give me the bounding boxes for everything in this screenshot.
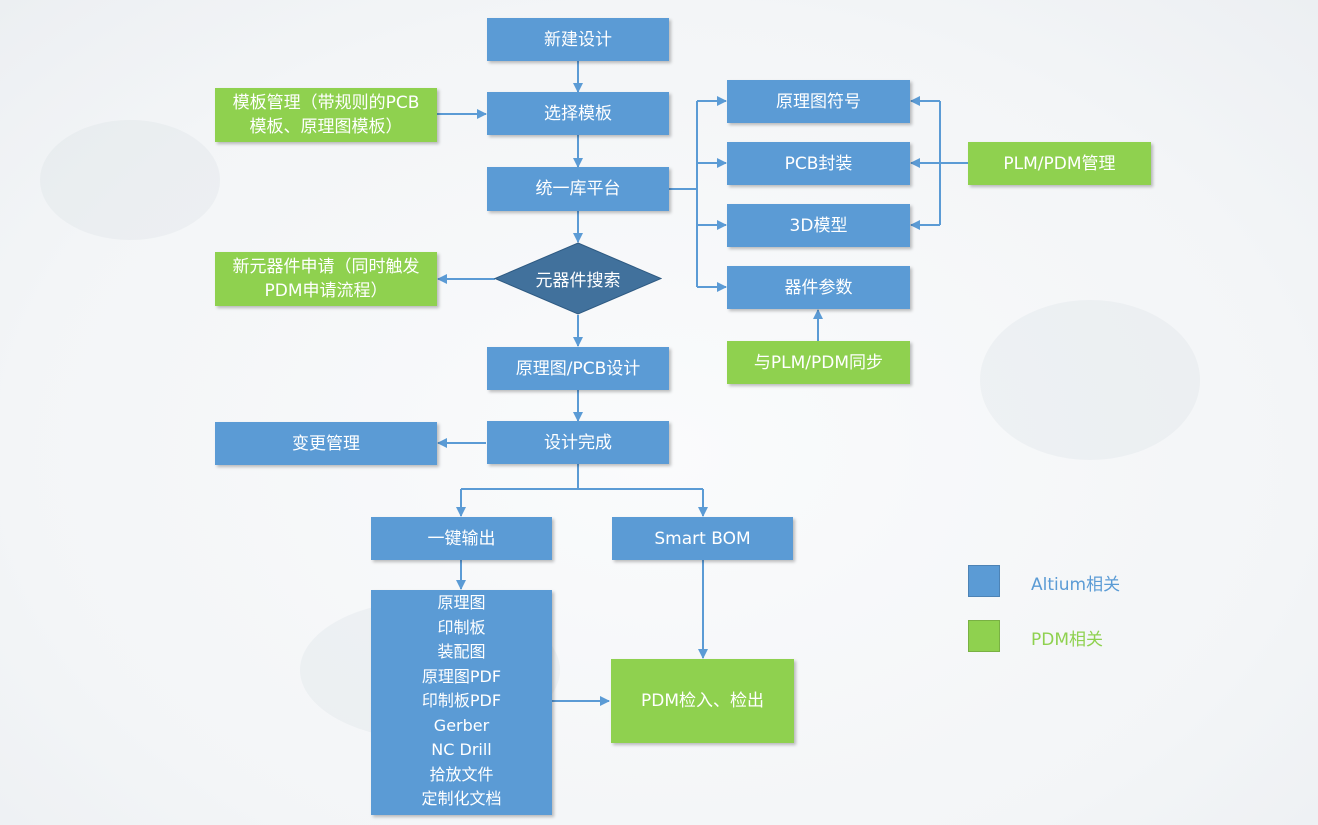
node-select-template: 选择模板 — [487, 92, 669, 135]
node-label: 统一库平台 — [535, 179, 621, 199]
node-label: 新建设计 — [544, 29, 612, 50]
output-item: 定制化文档 — [421, 789, 502, 808]
output-item: 印制板 — [437, 617, 486, 637]
node-label: 与PLM/PDM同步 — [753, 352, 884, 373]
legend-label-pdm: PDM相关 — [1031, 630, 1104, 650]
legend-label-altium: Altium相关 — [1031, 575, 1121, 595]
node-label: 变更管理 — [292, 433, 360, 454]
node-label: PCB封装 — [784, 153, 853, 174]
node-label: 选择模板 — [544, 103, 612, 124]
node-pcb-footprint: PCB封装 — [727, 142, 910, 185]
decision-component-search: 元器件搜索 — [493, 242, 663, 315]
node-label: Smart BOM — [654, 528, 751, 549]
decision-diamond-shape — [493, 242, 663, 315]
background-blob — [40, 120, 220, 240]
node-new-component-request: 新元器件申请（同时触发 PDM申请流程） — [215, 252, 437, 306]
node-component-parameters: 器件参数 — [727, 266, 910, 309]
node-smart-bom: Smart BOM — [612, 517, 793, 560]
node-label: 设计完成 — [544, 432, 612, 453]
decision-label: 元器件搜索 — [535, 271, 621, 291]
node-plm-pdm-management: PLM/PDM管理 — [968, 142, 1151, 185]
legend-swatch-pdm — [968, 620, 1000, 652]
output-item: Gerber — [433, 715, 490, 735]
output-item: NC Drill — [431, 740, 492, 759]
node-label: 一键输出 — [427, 528, 496, 549]
node-output-file-list: 原理图 印制板 装配图 原理图PDF 印制板PDF Gerber NC Dril… — [371, 590, 552, 815]
node-template-management: 模板管理（带规则的PCB 模板、原理图模板） — [215, 88, 437, 142]
node-label: 模板管理（带规则的PCB 模板、原理图模板） — [232, 93, 420, 137]
node-change-management: 变更管理 — [215, 422, 437, 465]
output-item: 原理图PDF — [421, 666, 502, 686]
legend-swatch-altium — [968, 565, 1000, 597]
background-blob — [980, 300, 1200, 460]
node-label: 新元器件申请（同时触发 PDM申请流程） — [232, 257, 420, 301]
node-sch-pcb-design: 原理图/PCB设计 — [487, 347, 669, 390]
node-sync-plm-pdm: 与PLM/PDM同步 — [727, 341, 910, 384]
node-one-click-output: 一键输出 — [371, 517, 552, 560]
node-label: PDM检入、检出 — [640, 691, 764, 711]
node-label: PLM/PDM管理 — [1003, 153, 1116, 174]
node-design-complete: 设计完成 — [487, 421, 669, 464]
node-label: 原理图/PCB设计 — [515, 358, 641, 379]
node-new-design: 新建设计 — [487, 18, 669, 61]
output-item: 印制板PDF — [421, 691, 502, 710]
node-3d-model: 3D模型 — [727, 204, 910, 247]
node-label: 3D模型 — [789, 215, 848, 236]
output-item: 原理图 — [437, 593, 486, 612]
output-item: 拾放文件 — [429, 764, 494, 784]
node-pdm-checkin-checkout: PDM检入、检出 — [611, 659, 794, 743]
node-schematic-symbol: 原理图符号 — [727, 80, 910, 123]
node-unified-library: 统一库平台 — [487, 167, 669, 211]
output-item: 装配图 — [437, 642, 486, 661]
node-label: 器件参数 — [784, 277, 853, 298]
node-label: 原理图符号 — [776, 91, 861, 112]
